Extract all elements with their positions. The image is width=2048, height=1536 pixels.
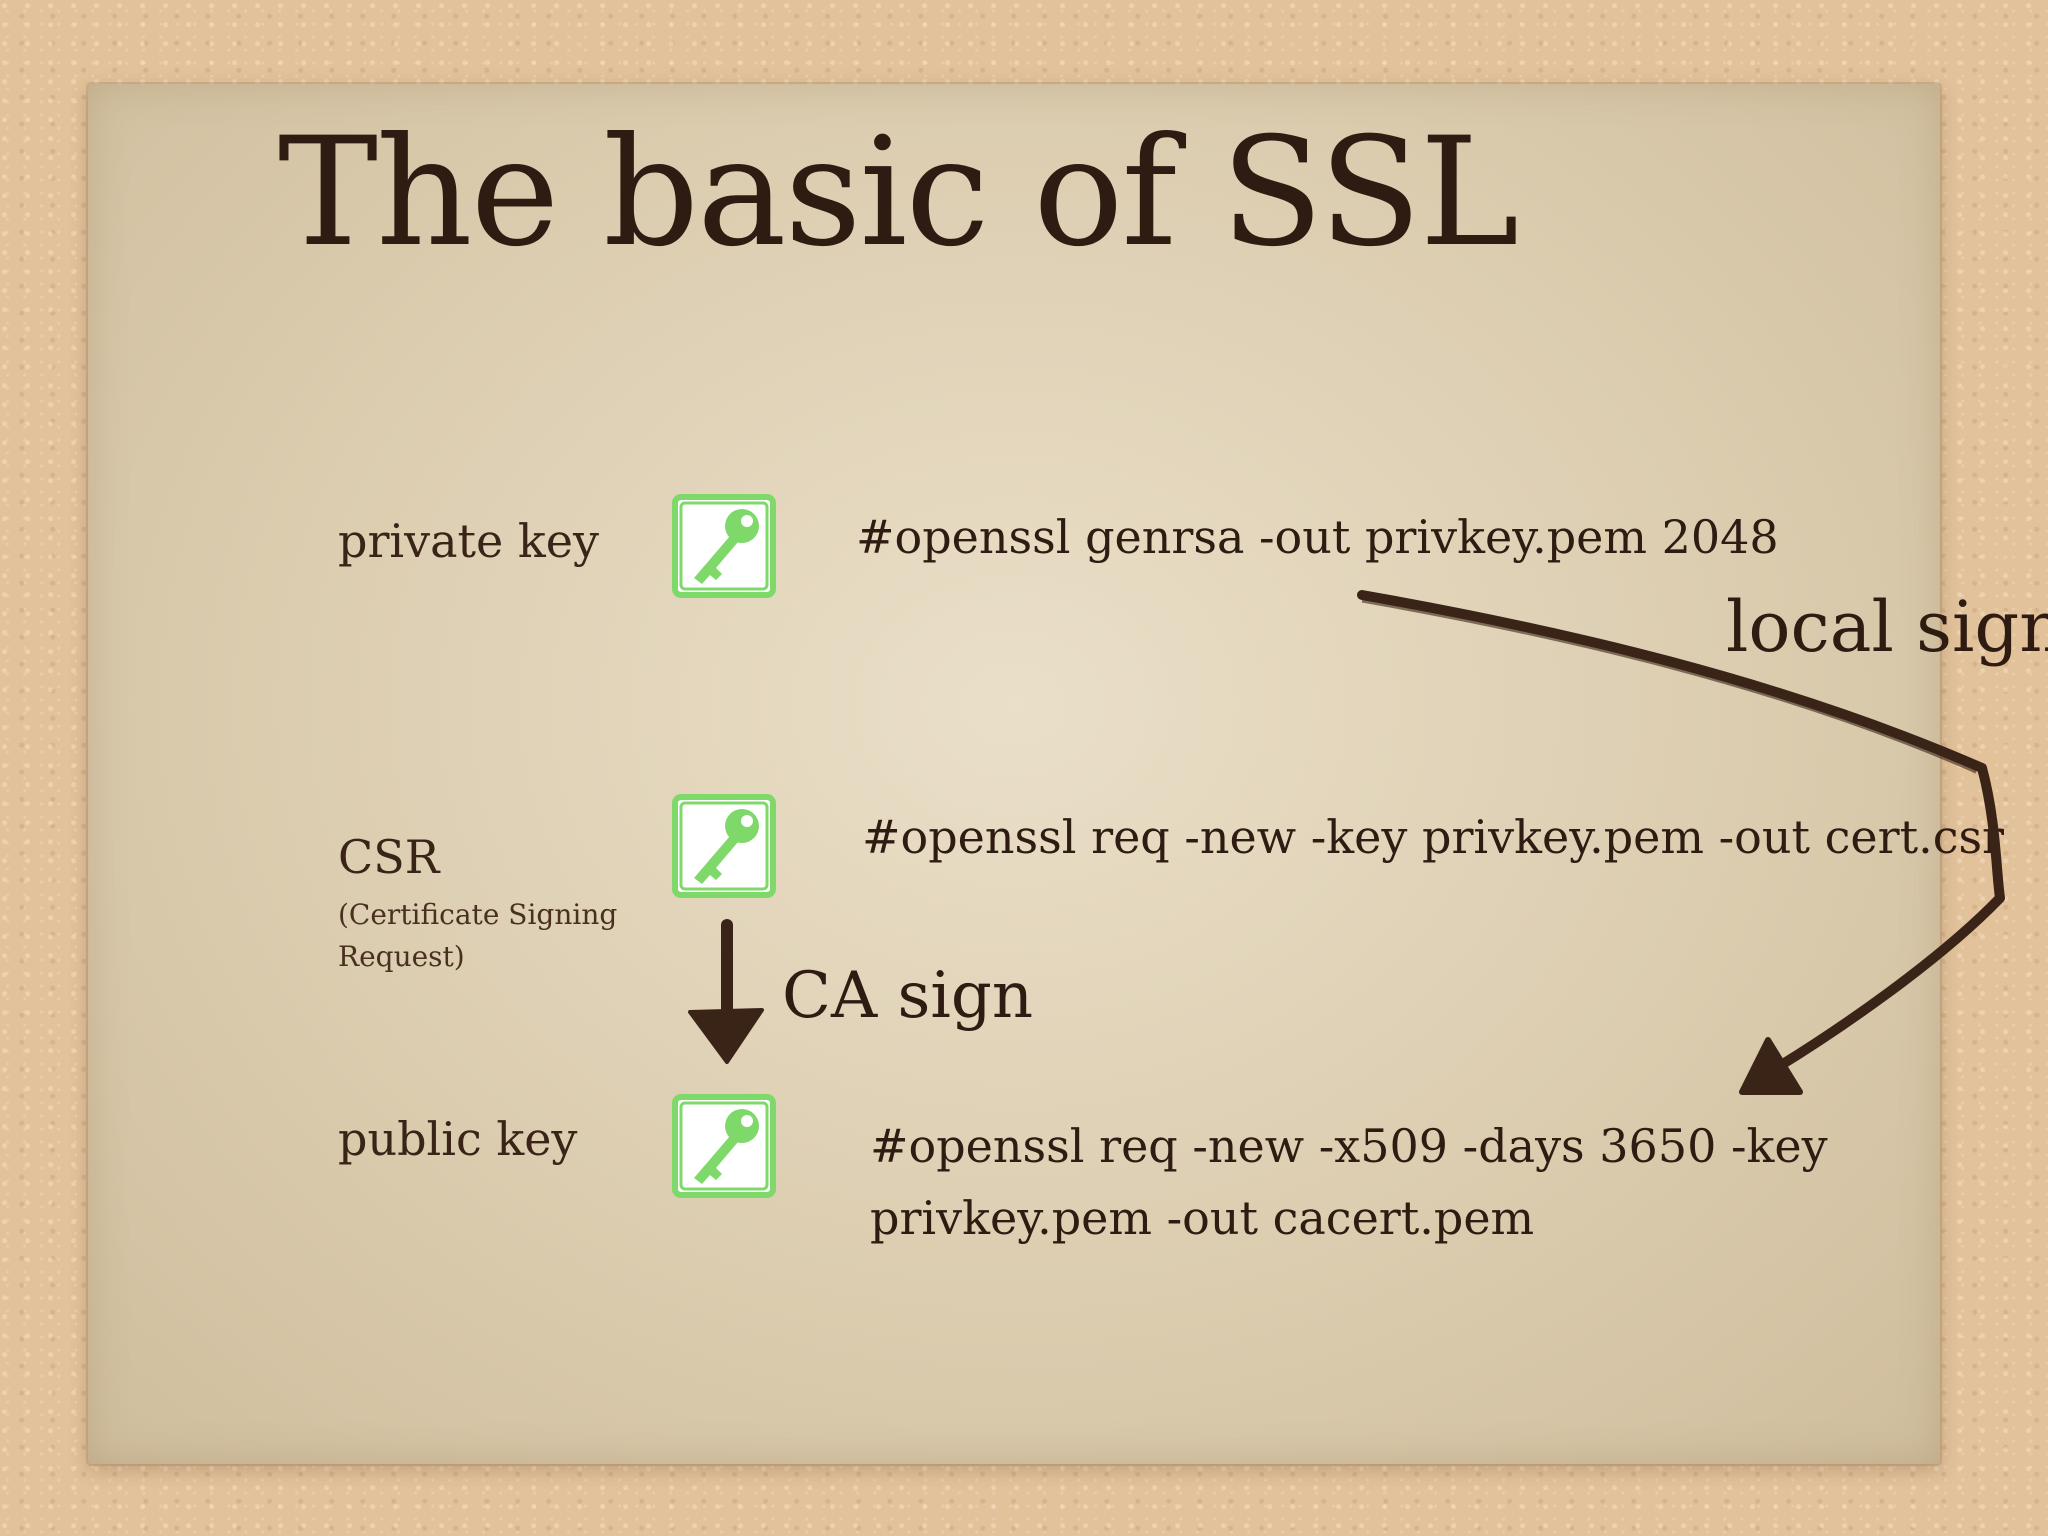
private-key-label: private key bbox=[338, 514, 599, 568]
key-icon bbox=[672, 1094, 776, 1198]
public-key-label: public key bbox=[338, 1112, 578, 1166]
key-icon bbox=[672, 494, 776, 598]
slide-card bbox=[88, 84, 1940, 1464]
x509-command: #openssl req -new -x509 -days 3650 -key … bbox=[870, 1119, 1828, 1245]
csr-label: CSR bbox=[338, 830, 440, 884]
csr-sublabel: (Certificate Signing Request) bbox=[338, 898, 618, 973]
local-sign-label: local sign bbox=[1726, 586, 2048, 668]
genrsa-command: #openssl genrsa -out privkey.pem 2048 bbox=[856, 510, 1779, 564]
slide-title: The basic of SSL bbox=[278, 106, 1519, 280]
key-icon bbox=[672, 794, 776, 898]
req-new-command: #openssl req -new -key privkey.pem -out … bbox=[862, 810, 2005, 864]
ca-sign-label: CA sign bbox=[782, 959, 1034, 1033]
